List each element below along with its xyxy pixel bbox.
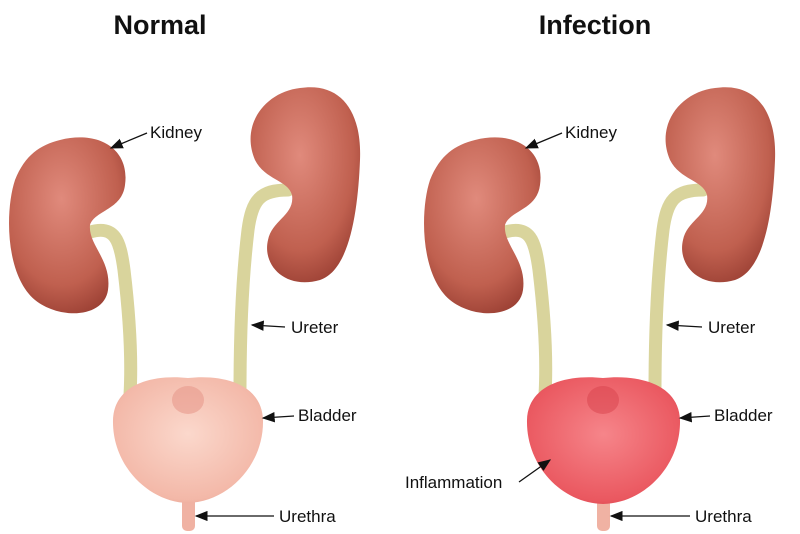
panel-title: Infection (539, 10, 652, 40)
panel-title: Normal (113, 10, 206, 40)
urethra (597, 495, 610, 531)
label-kidney: Kidney (565, 123, 617, 142)
right-kidney (665, 87, 776, 283)
ureters (90, 190, 288, 395)
urethra (182, 495, 195, 531)
label-ureter: Ureter (291, 318, 339, 337)
panel-normal: Normal Kidney Ureter Bladder Urethra (9, 10, 361, 531)
panel-infection: Infection Kidney Ureter Bladder Urethra … (405, 10, 776, 531)
right-kidney (250, 87, 361, 283)
label-kidney: Kidney (150, 123, 202, 142)
bladder (112, 377, 264, 503)
label-urethra: Urethra (695, 507, 752, 526)
label-urethra: Urethra (279, 507, 336, 526)
label-bladder: Bladder (298, 406, 357, 425)
ureters (505, 190, 703, 395)
label-inflammation: Inflammation (405, 473, 502, 492)
inflamed-bladder (526, 377, 681, 504)
label-ureter: Ureter (708, 318, 756, 337)
label-bladder: Bladder (714, 406, 773, 425)
